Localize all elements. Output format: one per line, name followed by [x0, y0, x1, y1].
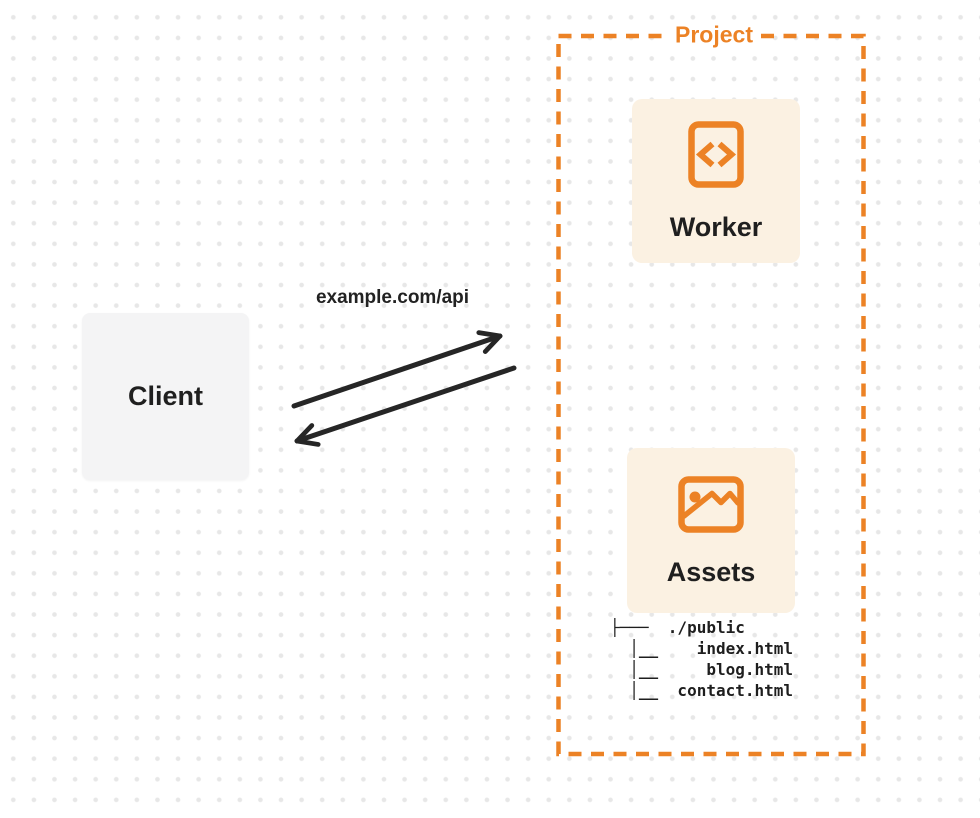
assets-node: Assets	[627, 448, 795, 613]
code-file-icon	[688, 121, 744, 188]
assets-label: Assets	[666, 556, 756, 587]
client-node: Client	[82, 313, 249, 480]
file-tree: ├─── ./public │__ index.html │__ blog.ht…	[610, 618, 794, 700]
request-url-label: example.com/api	[315, 287, 470, 308]
project-label: Project	[669, 21, 759, 49]
request-arrow	[291, 330, 503, 409]
response-arrow	[294, 365, 517, 447]
image-icon	[678, 475, 744, 533]
worker-node: Worker	[632, 99, 800, 263]
worker-label: Worker	[669, 212, 763, 242]
client-label: Client	[127, 381, 203, 411]
